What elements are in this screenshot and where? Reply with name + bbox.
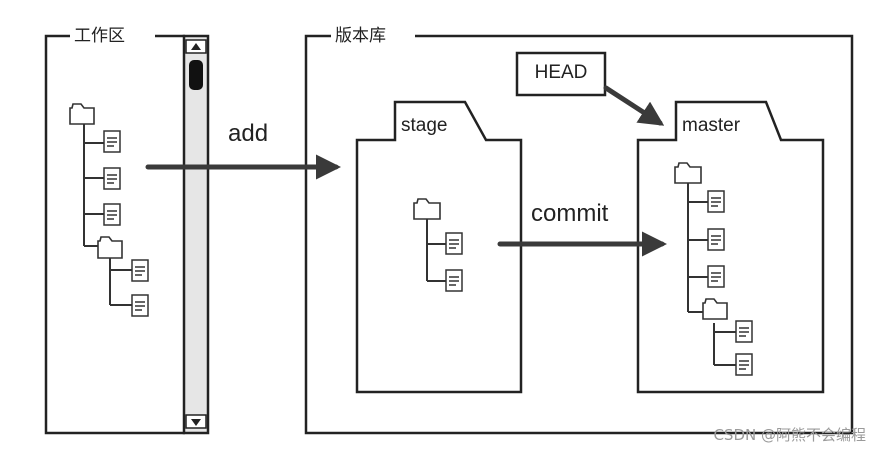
- workspace-tree: [83, 124, 132, 306]
- folder-icon: [674, 162, 728, 320]
- add-label: add: [228, 120, 269, 147]
- file-icon: [707, 190, 753, 376]
- scrollbar[interactable]: [182, 34, 210, 435]
- scroll-thumb: [189, 60, 203, 90]
- file-icon: [445, 232, 463, 292]
- master-label: master: [682, 115, 741, 136]
- head-box: [515, 51, 607, 97]
- repository-frame: [304, 34, 854, 435]
- scroll-down-icon: [191, 419, 201, 426]
- master-container: [636, 100, 825, 394]
- stage-container: [355, 100, 523, 394]
- workspace-title: 工作区: [70, 26, 129, 46]
- repository-title: 版本库: [331, 26, 390, 46]
- folder-icon: [413, 198, 441, 220]
- stage-tree: [426, 218, 446, 282]
- commit-label: commit: [531, 200, 609, 227]
- stage-label: stage: [401, 115, 448, 136]
- workspace-frame: [44, 34, 185, 435]
- master-tree: [687, 182, 736, 366]
- head-arrow: [603, 85, 665, 126]
- scroll-up-icon: [191, 43, 201, 50]
- arrows: [145, 85, 667, 257]
- folder-icon: [69, 103, 123, 259]
- watermark: CSDN @阿熊不会编程: [713, 426, 866, 444]
- head-label: HEAD: [534, 62, 588, 83]
- file-icon: [103, 130, 149, 317]
